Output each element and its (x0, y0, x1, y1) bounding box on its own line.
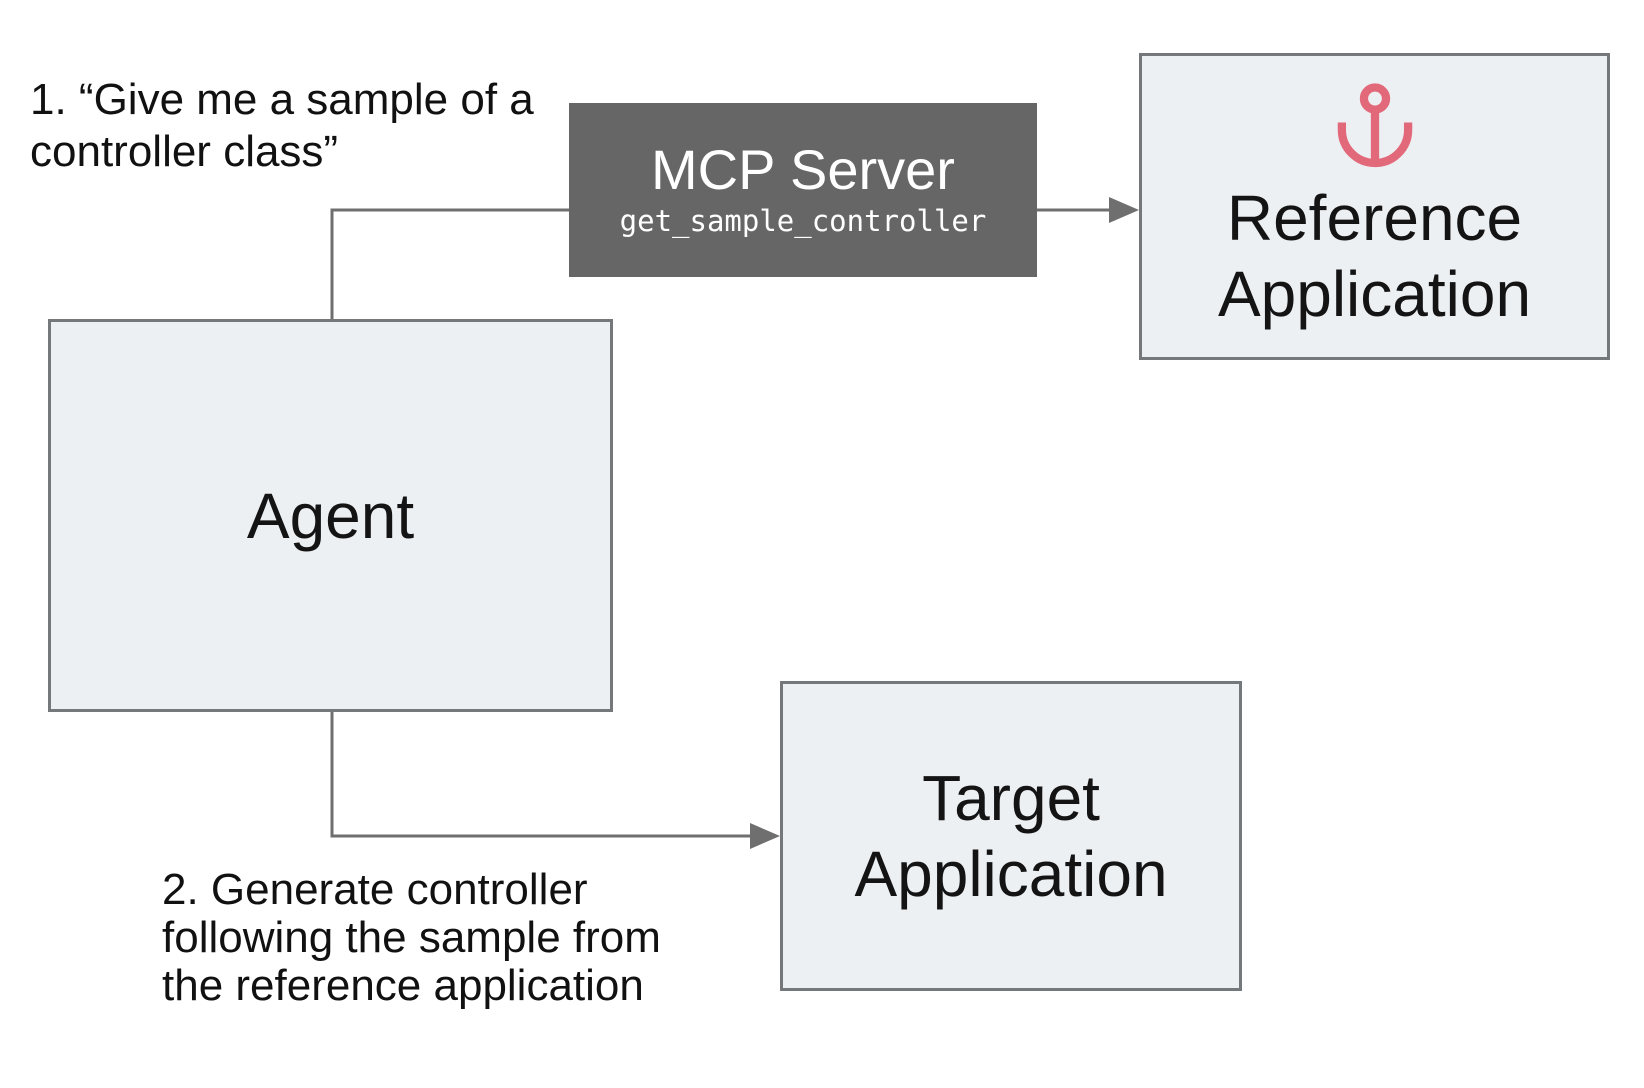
target-application-node: Target Application (780, 681, 1242, 991)
agent-to-target-arrowhead-icon (750, 823, 780, 849)
reference-application-node: Reference Application (1139, 53, 1610, 360)
target-application-label-line1: Target (922, 762, 1100, 834)
reference-application-label-line1: Reference (1226, 181, 1523, 254)
step1-annotation: 1. “Give me a sample of a controller cla… (30, 74, 534, 178)
reference-application-label-line2: Application (1217, 257, 1532, 330)
step2-annotation: 2. Generate controller following the sam… (162, 866, 661, 1010)
agent-to-reference-arrowhead-icon (1109, 197, 1139, 223)
step2-line3: the reference application (162, 961, 644, 1010)
agent-to-target-line (330, 712, 753, 838)
step2-line2: following the sample from (162, 913, 661, 962)
mcp-server-node: MCP Server get_sample_controller (569, 103, 1037, 277)
step1-line2: controller class” (30, 127, 339, 176)
anchor-icon (1337, 82, 1412, 167)
step1-line1: 1. “Give me a sample of a (30, 75, 534, 124)
mcp-server-title: MCP Server (651, 138, 955, 201)
target-application-label-line2: Application (854, 838, 1168, 910)
agent-label: Agent (246, 479, 415, 552)
mcp-server-tool-name: get_sample_controller (619, 204, 987, 238)
step2-line1: 2. Generate controller (162, 865, 588, 914)
agent-node: Agent (48, 319, 613, 712)
